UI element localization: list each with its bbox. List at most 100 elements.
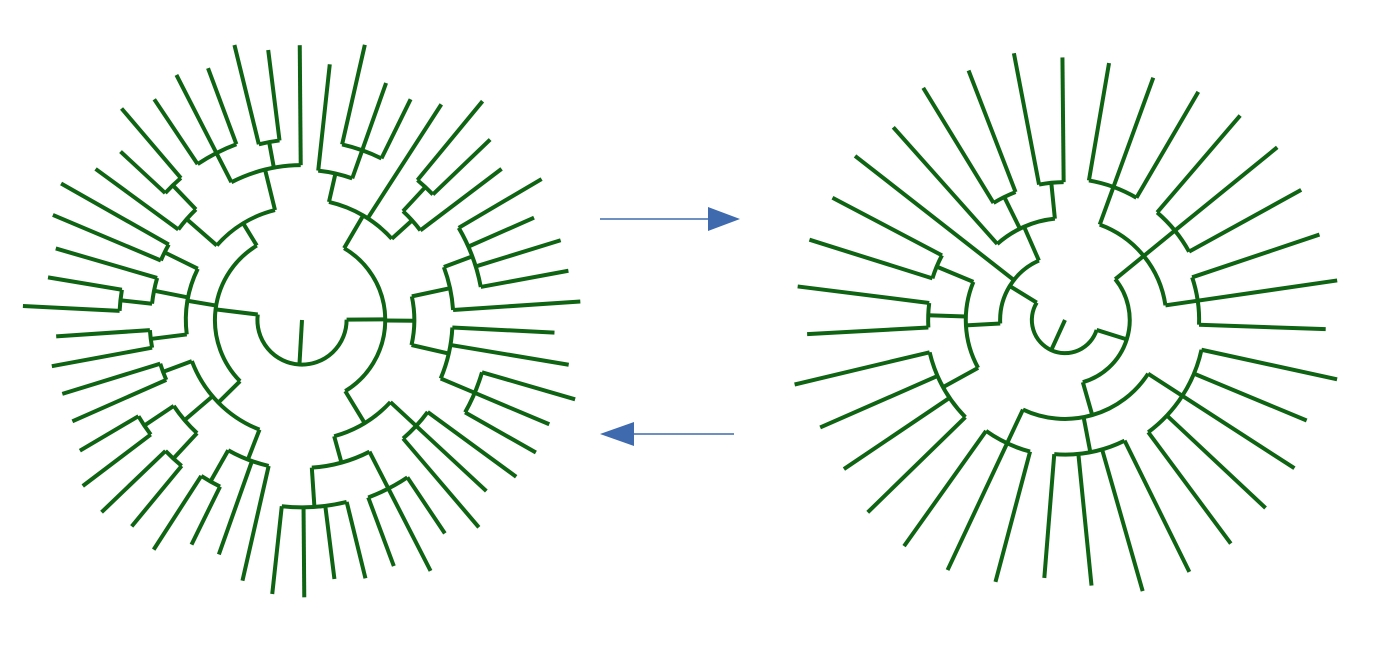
internal-branch <box>1081 416 1093 453</box>
leaf-branch <box>473 390 551 427</box>
internal-branch <box>942 366 980 389</box>
internal-branch <box>350 149 365 180</box>
leaf-branch <box>1076 453 1094 586</box>
right-circular-tree <box>794 52 1338 592</box>
internal-branch <box>150 332 188 341</box>
leaf-branch <box>405 476 447 535</box>
clade-arc <box>1190 276 1202 325</box>
leaf-branch <box>481 370 576 402</box>
leaf-branch <box>270 506 284 595</box>
internal-branch <box>143 404 175 428</box>
leaf-branch <box>819 374 939 430</box>
leaf-branch <box>842 396 951 471</box>
clade-arc <box>333 400 392 439</box>
clade-arc <box>230 163 301 184</box>
internal-branch <box>185 217 219 247</box>
leaf-branch <box>1042 453 1057 579</box>
leaf-branch <box>301 507 307 598</box>
leaf-branch <box>130 464 184 528</box>
internal-branch <box>343 390 367 425</box>
leaf-branch <box>1100 448 1145 592</box>
clade-arc <box>995 216 1056 246</box>
internal-branch <box>411 343 450 356</box>
clade-arc <box>1054 438 1126 457</box>
root-branch <box>1049 319 1067 351</box>
internal-branch <box>401 185 427 213</box>
clade-arc <box>963 281 980 369</box>
internal-branch <box>1008 284 1038 305</box>
leaf-branch <box>450 342 570 367</box>
internal-branch <box>332 435 344 464</box>
clade-arc <box>212 243 258 383</box>
forward-arrow[interactable] <box>600 207 740 231</box>
leaf-branch <box>52 213 162 263</box>
leaf-branch <box>1086 62 1112 181</box>
internal-branch <box>342 214 365 250</box>
leaf-branch <box>344 501 368 579</box>
leaf-branch <box>1134 90 1201 199</box>
leaf-branch <box>1111 76 1156 188</box>
leaf-branch <box>426 410 518 479</box>
leaf-branch <box>1122 439 1192 573</box>
leaf-branch <box>55 246 158 280</box>
leaf-branch <box>966 69 1018 193</box>
leaf-branch <box>1193 371 1308 423</box>
backward-arrow[interactable] <box>600 422 734 446</box>
internal-branch <box>1005 408 1025 445</box>
leaf-branch <box>174 74 219 154</box>
clade-arc <box>311 449 371 470</box>
left-circular-tree <box>22 44 581 598</box>
root-arc <box>255 314 349 367</box>
leaf-branch <box>475 238 562 269</box>
internal-branch <box>309 467 317 508</box>
internal-branch <box>367 450 391 490</box>
leaf-branch <box>379 98 413 160</box>
internal-branch <box>928 313 966 319</box>
leaf-branch <box>794 350 931 387</box>
leaf-branch <box>457 177 543 230</box>
clade-arc <box>196 142 238 166</box>
clade-arc <box>328 199 394 241</box>
leaf-branch <box>232 44 261 145</box>
leaf-branch <box>152 98 200 166</box>
leaf-branch <box>1198 322 1326 332</box>
internal-branch <box>214 152 234 184</box>
leaf-branch <box>401 437 481 529</box>
leaf-branch <box>853 154 1016 282</box>
leaf-branch <box>415 99 485 182</box>
leaf-branch <box>1188 188 1303 254</box>
leaf-branch <box>1011 52 1042 185</box>
clade-arc <box>1022 372 1150 421</box>
clade-arc <box>927 351 967 419</box>
clade-arc <box>343 246 388 393</box>
internal-branch <box>171 431 199 460</box>
clade-arc <box>1038 180 1064 187</box>
clade-arc <box>258 138 280 147</box>
leaf-branch <box>323 505 337 580</box>
leaf-branch <box>419 167 503 232</box>
clade-arc <box>227 448 270 468</box>
leaf-branch <box>386 487 433 572</box>
leaf-branch <box>297 45 303 166</box>
clade-arc <box>367 475 409 500</box>
internal-branch <box>1002 196 1022 230</box>
clade-arc <box>189 360 261 432</box>
clade-arc <box>136 415 153 436</box>
clade-arc <box>215 208 276 247</box>
internal-branch <box>267 141 276 169</box>
root-arc <box>1029 301 1099 356</box>
internal-branch <box>1165 298 1199 308</box>
leaf-branch <box>807 325 929 337</box>
internal-branch <box>246 428 262 461</box>
internal-branch <box>241 222 259 247</box>
leaf-branch <box>1165 414 1267 510</box>
leaf-branch <box>340 44 367 145</box>
internal-branch <box>1080 381 1095 416</box>
internal-branch <box>263 169 277 211</box>
internal-branch <box>153 288 189 300</box>
leaf-branch <box>1060 57 1066 183</box>
leaf-branch <box>808 237 934 281</box>
clade-arc <box>1082 277 1132 385</box>
leaf-branch <box>360 82 388 151</box>
